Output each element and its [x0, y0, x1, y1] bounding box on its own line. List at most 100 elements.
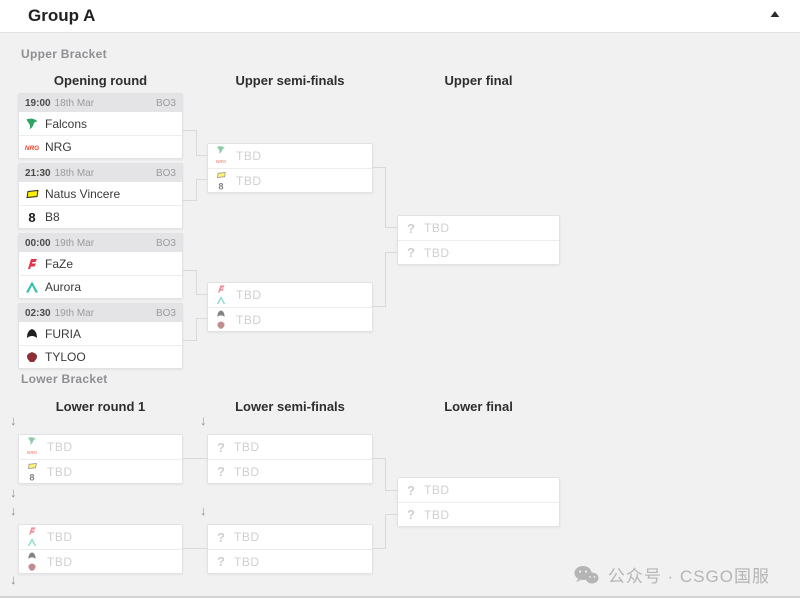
tbd-team-row: ? TBD — [398, 502, 559, 526]
match-time: 21:30 — [25, 167, 51, 179]
pending-teams-logos — [214, 145, 230, 167]
column-header-upper-semi-finals: Upper semi-finals — [235, 73, 345, 88]
column-header-opening-round: Opening round — [53, 73, 148, 88]
connector-line — [196, 179, 207, 180]
column-header-lower-semi-finals: Lower semi-finals — [235, 399, 345, 414]
match-box-opening-4: 02:30 19th Mar BO3 FURIA TYLOO — [18, 303, 183, 369]
tbd-team-row: ? TBD — [208, 525, 372, 549]
connector-line — [385, 514, 397, 515]
tbd-team-row: ? TBD — [398, 240, 559, 264]
match-box-lower-round1-2: TBD TBD — [18, 524, 183, 574]
tbd-team-row: TBD — [208, 307, 372, 331]
connector-line — [196, 318, 207, 319]
falcons-logo-icon — [27, 436, 37, 446]
group-title: Group A — [28, 6, 96, 25]
drop-down-arrow-icon: ↓ — [10, 485, 17, 500]
match-header: 21:30 18th Mar BO3 — [19, 164, 182, 182]
match-box-upper-final: ? TBD ? TBD — [397, 215, 560, 265]
column-header-lower-final: Lower final — [444, 399, 513, 414]
team-row-faze[interactable]: FaZe — [19, 252, 182, 275]
match-box-lower-semi-2: ? TBD ? TBD — [207, 524, 373, 574]
watermark: 公众号 · CSGO国服 — [573, 562, 770, 587]
connector-line — [385, 252, 397, 253]
connector-line — [373, 306, 386, 307]
match-time: 19:00 — [25, 97, 51, 109]
connector-line — [196, 294, 207, 295]
natus-vincere-logo-icon — [25, 187, 39, 201]
collapse-chevron-icon[interactable]: ▲ — [767, 9, 783, 20]
connector-line — [385, 490, 397, 491]
nrg-logo-icon — [25, 140, 39, 154]
tbd-label: TBD — [236, 312, 262, 327]
connector-line — [183, 270, 197, 271]
connector-line — [183, 130, 197, 131]
aurora-logo-icon — [27, 537, 37, 547]
connector-line — [385, 227, 397, 228]
team-row-nrg[interactable]: NRG — [19, 135, 182, 158]
pending-teams-logos — [25, 461, 41, 483]
unknown-team-icon: ? — [407, 245, 415, 260]
pending-teams-logos — [25, 436, 41, 458]
tbd-label: TBD — [47, 530, 73, 544]
team-name: Natus Vincere — [45, 186, 121, 201]
unknown-team-icon: ? — [217, 554, 225, 569]
tbd-team-row: ? TBD — [208, 459, 372, 483]
b8-logo-icon — [216, 181, 226, 191]
match-header: 02:30 19th Mar BO3 — [19, 304, 182, 322]
tbd-team-row: TBD — [208, 144, 372, 168]
match-box-opening-1: 19:00 18th Mar BO3 Falcons NRG — [18, 93, 183, 159]
team-row-furia[interactable]: FURIA — [19, 322, 182, 345]
team-name: FaZe — [45, 256, 74, 271]
match-format: BO3 — [155, 167, 176, 179]
tyloo-logo-icon — [27, 562, 37, 572]
aurora-logo-icon — [216, 295, 226, 305]
tbd-team-row: ? TBD — [398, 216, 559, 240]
team-name: B8 — [45, 210, 60, 224]
tbd-team-row: TBD — [19, 549, 182, 573]
tbd-team-row: TBD — [208, 168, 372, 192]
match-date: 18th Mar — [54, 167, 95, 179]
team-row-falcons[interactable]: Falcons — [19, 112, 182, 135]
furia-logo-icon — [27, 551, 37, 561]
unknown-team-icon: ? — [407, 220, 415, 236]
team-row-natus-vincere[interactable]: Natus Vincere — [19, 182, 182, 205]
match-time: 02:30 — [25, 307, 51, 319]
connector-line — [373, 548, 386, 549]
tbd-team-row: ? TBD — [208, 435, 372, 459]
team-name: Falcons — [45, 116, 88, 131]
match-box-upper-semi-1: TBD TBD — [207, 143, 373, 193]
unknown-team-icon: ? — [217, 529, 225, 545]
tbd-label: TBD — [236, 149, 262, 163]
connector-line — [183, 340, 197, 341]
nrg-logo-icon — [27, 447, 37, 457]
match-box-lower-semi-1: ? TBD ? TBD — [207, 434, 373, 484]
tyloo-logo-icon — [25, 350, 39, 364]
tbd-label: TBD — [424, 245, 450, 260]
furia-logo-icon — [216, 309, 226, 319]
connector-line — [196, 318, 197, 341]
connector-line — [196, 179, 197, 201]
connector-line — [196, 130, 197, 156]
drop-down-arrow-icon: ↓ — [200, 503, 207, 518]
team-row-b8[interactable]: B8 — [19, 205, 182, 228]
tbd-label: TBD — [234, 554, 260, 569]
falcons-logo-icon — [216, 145, 226, 155]
match-format: BO3 — [155, 307, 176, 319]
tbd-team-row: TBD — [19, 435, 182, 459]
unknown-team-icon: ? — [407, 507, 415, 522]
pending-teams-logos — [214, 284, 230, 306]
b8-logo-icon — [27, 472, 37, 482]
connector-line — [196, 270, 197, 295]
team-name: TYLOO — [45, 350, 86, 364]
team-row-aurora[interactable]: Aurora — [19, 275, 182, 298]
group-header-bar: Group A ▲ — [0, 0, 800, 33]
tbd-label: TBD — [236, 173, 262, 188]
tbd-label: TBD — [424, 507, 450, 522]
unknown-team-icon: ? — [217, 464, 225, 479]
falcons-logo-icon — [25, 117, 39, 131]
team-row-tyloo[interactable]: TYLOO — [19, 345, 182, 368]
tyloo-logo-icon — [216, 320, 226, 330]
connector-line — [385, 252, 386, 307]
match-format: BO3 — [155, 237, 176, 249]
